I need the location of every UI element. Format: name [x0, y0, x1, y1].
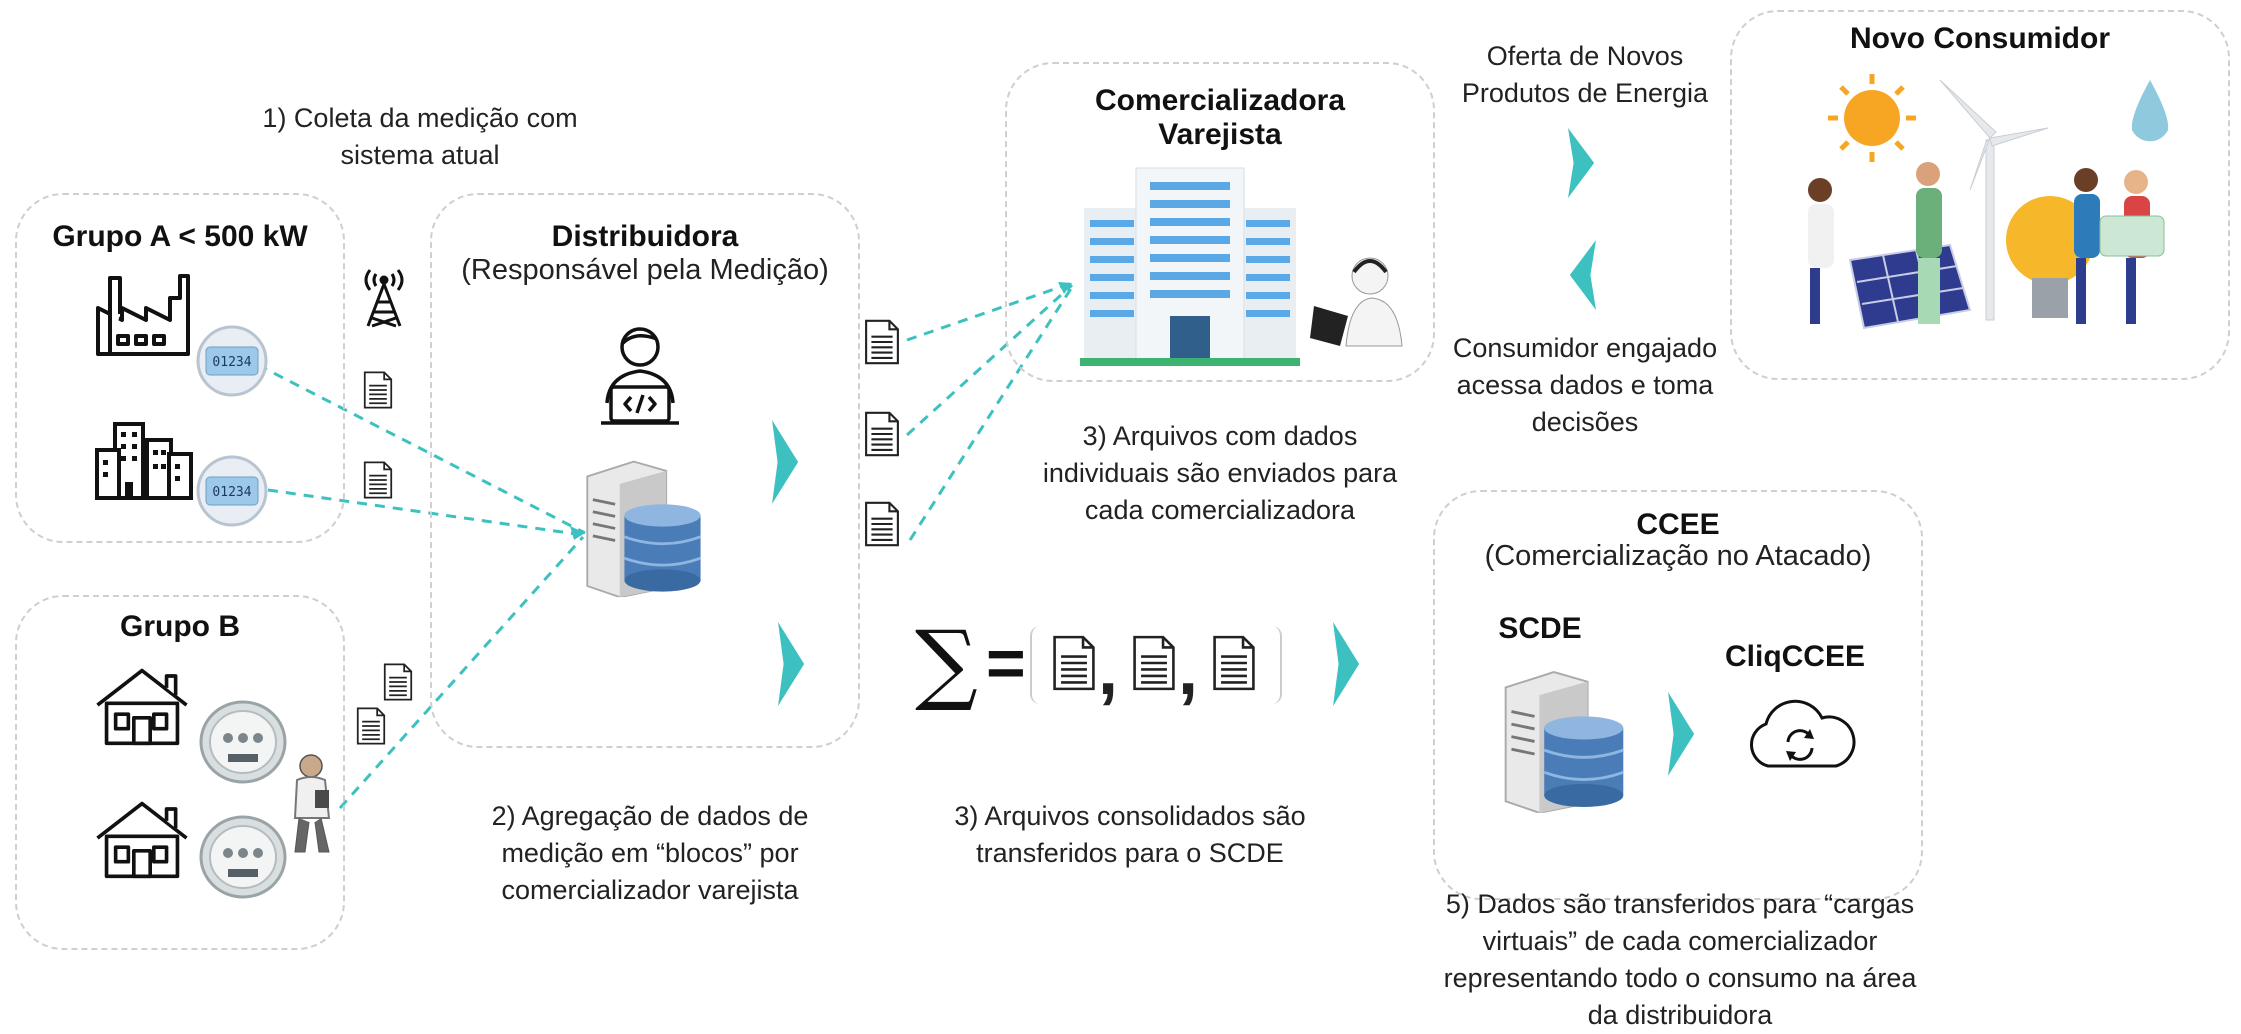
- caption-individual-files-line1: 3) Arquivos com dados: [1082, 421, 1358, 451]
- cliqccee-label: CliqCCEE: [1724, 640, 1865, 673]
- caption-data-transferred: 5) Dados são transferidos para “cargas v…: [1430, 886, 1930, 1034]
- caption-consolidated-files-line1: 3) Arquivos consolidados são: [954, 801, 1306, 831]
- analog-meter-icon: [199, 815, 287, 899]
- retailer-box: [1005, 62, 1435, 382]
- distributor-subtitle: (Responsável pela Medição): [461, 254, 829, 286]
- caption-new-products: Oferta de Novos Produtos de Energia: [1440, 38, 1730, 112]
- document-set-bracket: [1030, 626, 1282, 704]
- caption-data-transferred-line4: da distribuidora: [1587, 1000, 1773, 1030]
- document-icon: [864, 318, 900, 366]
- water-drop-icon: [2131, 80, 2169, 142]
- caption-collection-line1: 1) Coleta da medição com: [262, 103, 578, 133]
- new-consumer-title: Novo Consumidor: [1850, 22, 2110, 55]
- meter-reading: 01234: [212, 485, 251, 500]
- document-icon: [363, 370, 393, 410]
- group-a-box: [15, 193, 345, 543]
- caption-consolidated-files-line2: transferidos para o SCDE: [976, 838, 1284, 868]
- caption-aggregation-line3: comercializador varejista: [501, 875, 799, 905]
- factory-icon: [96, 274, 190, 356]
- caption-new-products-line2: Produtos de Energia: [1461, 78, 1709, 108]
- distributor-box: [430, 193, 860, 748]
- arrow-right-icon: [1333, 620, 1361, 708]
- scde-label: SCDE: [1498, 612, 1582, 645]
- renewable-energy-illustration: [1808, 74, 2169, 330]
- group-b-box: [15, 595, 345, 950]
- sun-icon: [1828, 74, 1916, 162]
- house-icon: [92, 798, 192, 880]
- group-a-title: Grupo A < 500 kW: [52, 220, 308, 253]
- caption-engaged-consumer: Consumidor engajado acessa dados e toma …: [1440, 330, 1730, 441]
- arrow-left-icon: [1568, 240, 1596, 310]
- light-bulb-icon: [2006, 196, 2094, 318]
- cloud-sync-icon[interactable]: [1740, 696, 1860, 776]
- retailer-title: Comercializadora Varejista: [1005, 84, 1435, 152]
- database-server-icon: [578, 455, 708, 600]
- caption-new-products-line1: Oferta de Novos: [1486, 41, 1684, 71]
- caption-individual-files-line3: cada comercializadora: [1084, 495, 1356, 525]
- link-doc3-to-retailer: [908, 286, 1074, 541]
- developer-icon: [601, 327, 679, 425]
- people-icon: [1808, 162, 2165, 324]
- svg-text:01234: 01234: [212, 355, 251, 370]
- caption-data-transferred-line1: 5) Dados são transferidos para “cargas: [1445, 889, 1915, 919]
- house-icon: [92, 665, 192, 747]
- comma-separator: ,: [1098, 630, 1119, 710]
- caption-engaged-consumer-line1: Consumidor engajado: [1452, 333, 1718, 363]
- distributor-title: Distribuidora: [551, 220, 739, 253]
- analog-meter-icon: [199, 700, 287, 784]
- caption-aggregation-line1: 2) Agregação de dados de: [491, 801, 809, 831]
- caption-aggregation: 2) Agregação de dados de medição em “blo…: [440, 798, 860, 909]
- document-icon: [864, 410, 900, 458]
- comma-separator: ,: [1178, 630, 1199, 710]
- sigma-symbol: ∑: [915, 611, 978, 714]
- antenna-tower-icon: [364, 269, 404, 328]
- document-icon: [1052, 634, 1096, 692]
- scde-database-server-icon: [1496, 668, 1631, 813]
- wind-turbine-icon: [1939, 79, 2049, 321]
- ccee-box: [1433, 490, 1923, 900]
- link-doc1-to-retailer: [906, 281, 1073, 342]
- arrow-right-icon: [772, 418, 800, 506]
- caption-aggregation-line2: medição em “blocos” por: [501, 838, 799, 868]
- digital-meter-icon: 01234: [196, 325, 268, 397]
- document-icon: [383, 662, 413, 702]
- caption-data-transferred-line3: representando todo o consumo na área: [1443, 963, 1917, 993]
- link-factory-to-server: [257, 363, 586, 535]
- office-building-icon: [1080, 167, 1300, 366]
- caption-collection: 1) Coleta da medição com sistema atual: [230, 100, 610, 174]
- document-icon: [864, 500, 900, 548]
- caption-individual-files-line2: individuais são enviados para: [1042, 458, 1398, 488]
- caption-consolidated-files: 3) Arquivos consolidados são transferido…: [940, 798, 1320, 872]
- group-b-title: Grupo B: [120, 610, 240, 643]
- retailer-title-line2: Varejista: [1158, 118, 1282, 151]
- caption-data-transferred-line2: virtuais” de cada comercializador: [1482, 926, 1878, 956]
- equals-symbol: =: [986, 625, 1026, 701]
- new-consumer-box: [1730, 10, 2230, 380]
- arrow-right-icon: [778, 620, 806, 708]
- document-icon: [356, 706, 386, 746]
- ccee-subtitle: (Comercialização no Atacado): [1484, 540, 1872, 572]
- link-doc2-to-retailer: [905, 283, 1074, 437]
- document-icon: [363, 460, 393, 500]
- document-icon: [1212, 634, 1256, 692]
- buildings-icon: [95, 422, 193, 500]
- caption-engaged-consumer-line2: acessa dados e toma: [1456, 370, 1714, 400]
- arrow-right-icon: [1568, 128, 1596, 198]
- retailer-title-line1: Comercializadora: [1094, 84, 1346, 117]
- solar-panel-icon: [1848, 243, 1972, 330]
- link-groupb-to-server: [338, 535, 585, 810]
- arrow-right-icon: [1668, 690, 1696, 778]
- support-agent-icon: [1310, 257, 1403, 347]
- digital-meter-icon: 01234: [196, 455, 268, 527]
- caption-collection-line2: sistema atual: [340, 140, 500, 170]
- meter-reader-person-icon: [293, 754, 331, 853]
- caption-engaged-consumer-line3: decisões: [1531, 407, 1639, 437]
- caption-individual-files: 3) Arquivos com dados individuais são en…: [1030, 418, 1410, 529]
- document-icon: [1132, 634, 1176, 692]
- ccee-title: CCEE: [1636, 508, 1720, 541]
